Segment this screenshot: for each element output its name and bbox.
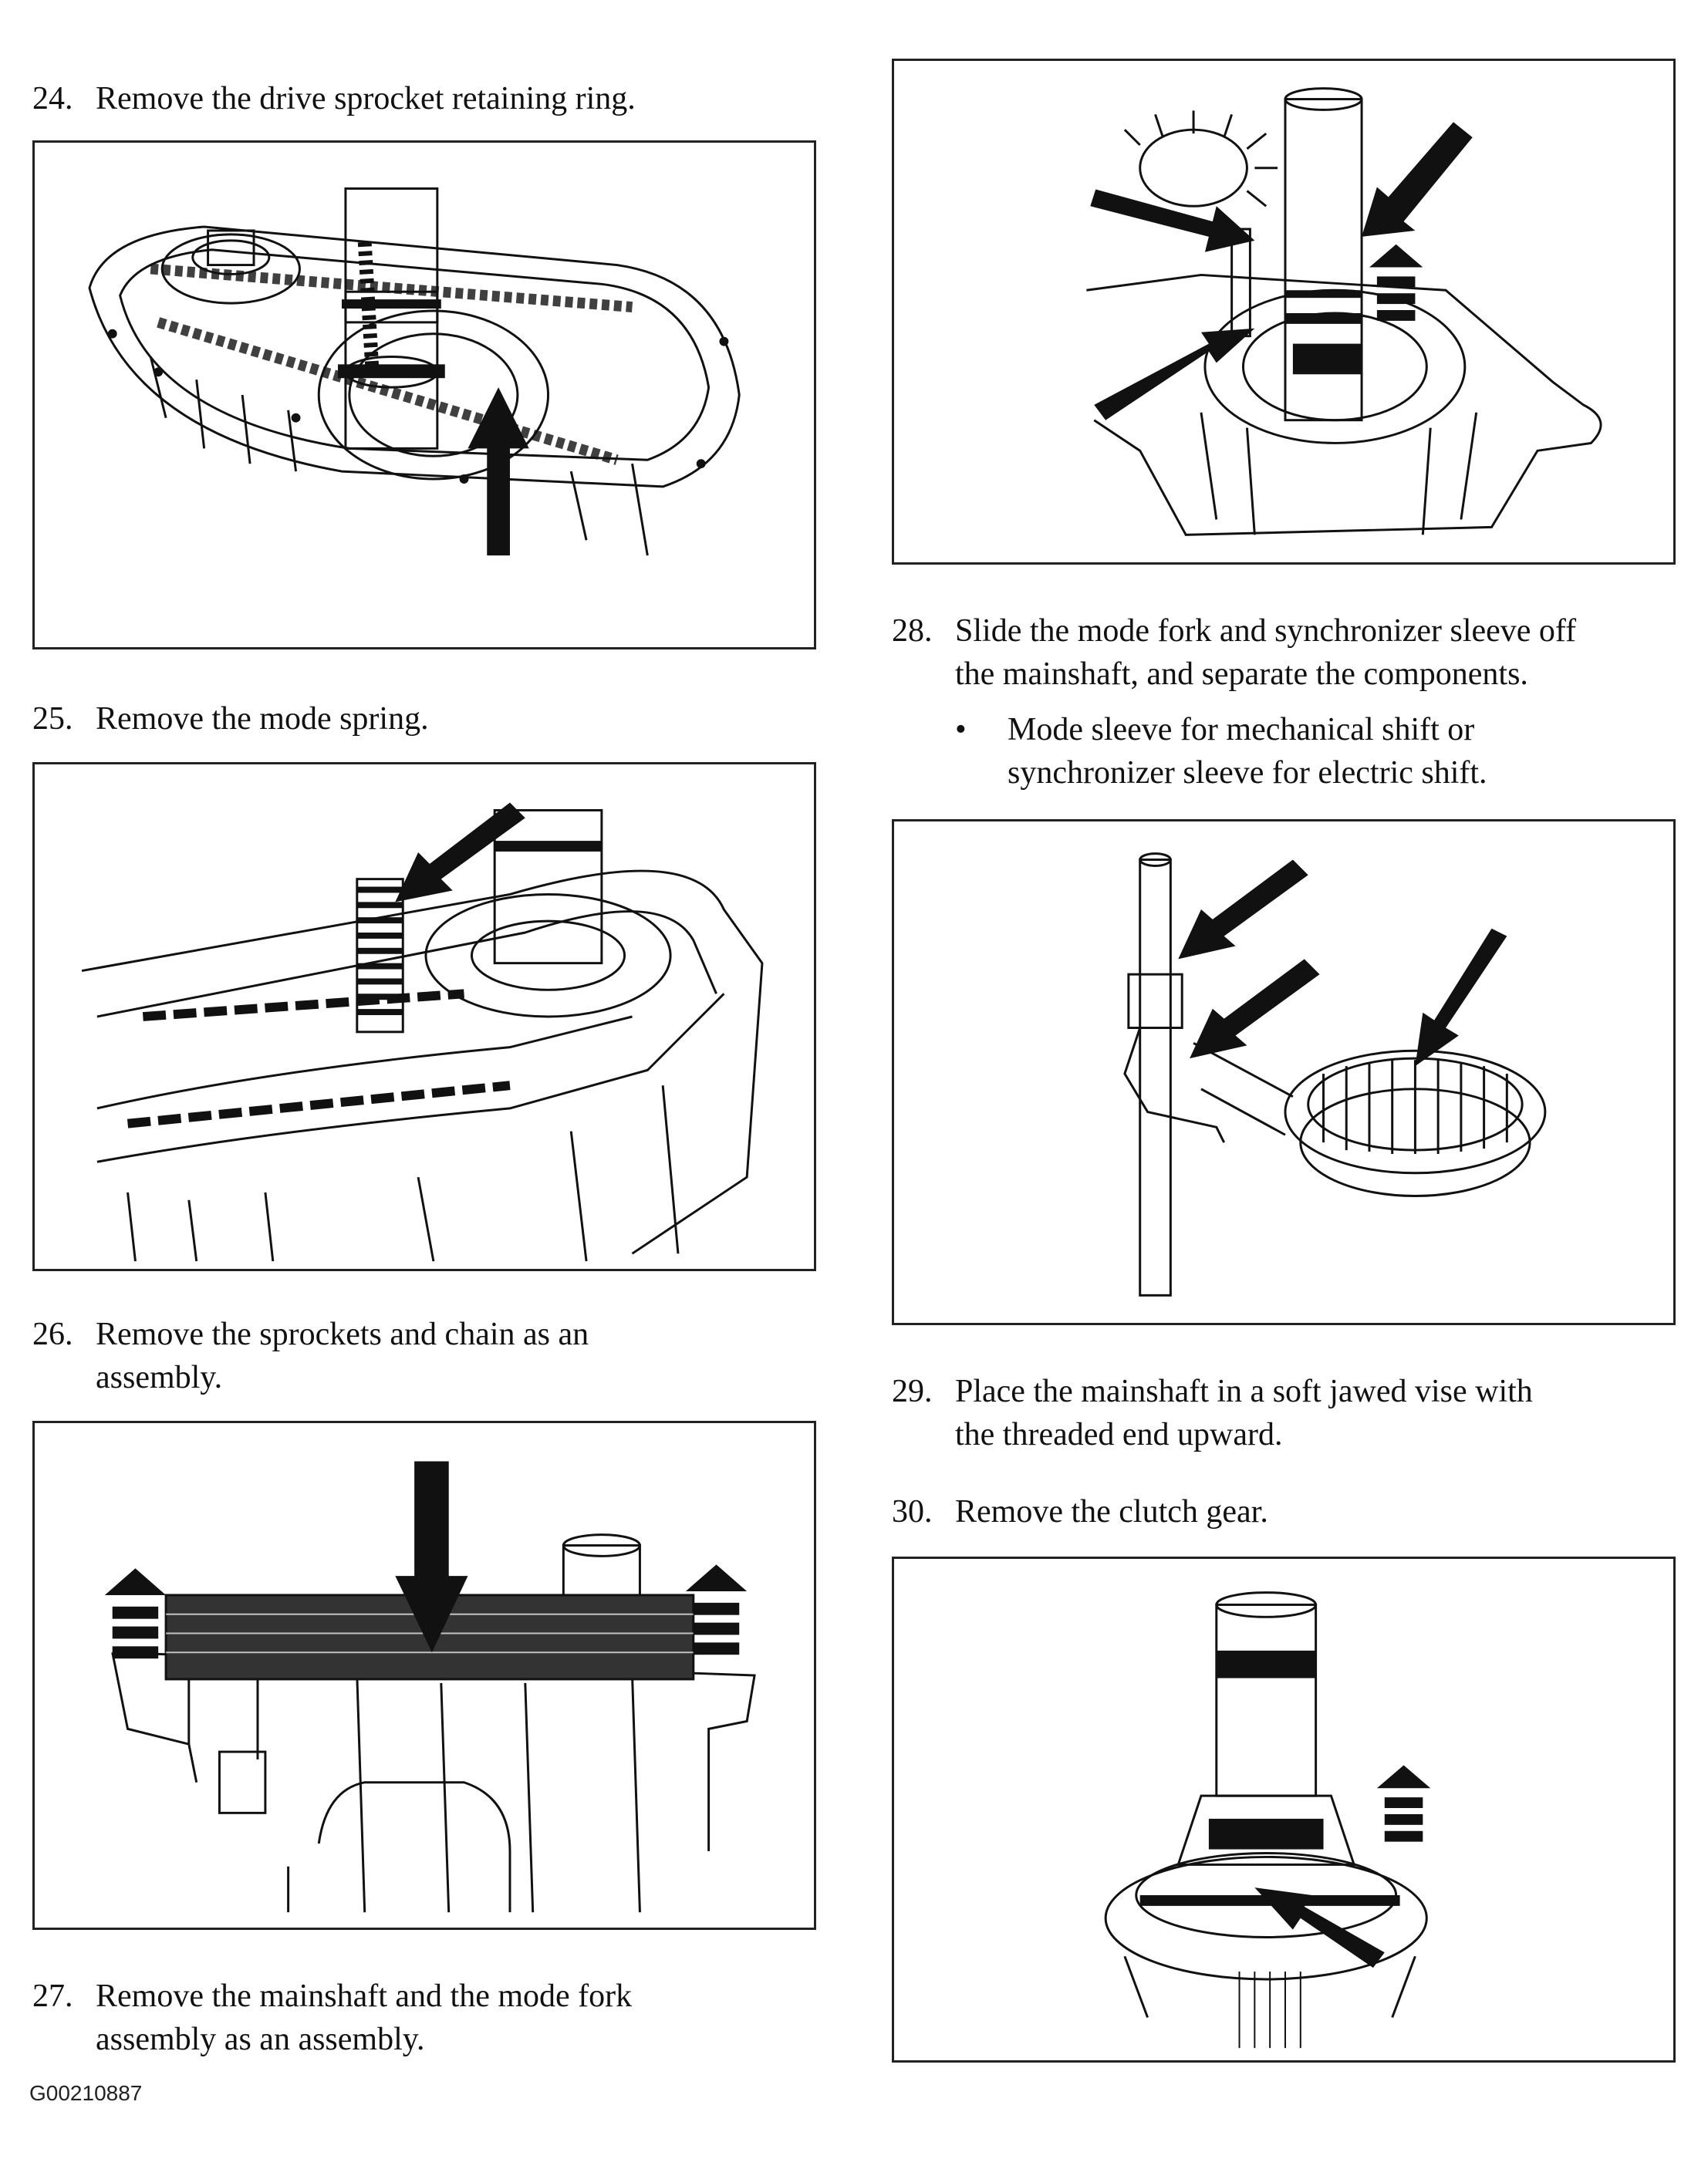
illustration-drive-sprocket: [88, 187, 741, 556]
step-number: 26.: [32, 1317, 73, 1352]
step-text: Remove the mode spring.: [96, 701, 429, 737]
illustration-mode-spring: [81, 802, 764, 1262]
step-number: 25.: [32, 701, 73, 737]
arrow-down-left-icon: [1362, 122, 1473, 237]
figure-mode-spring: [32, 762, 816, 1271]
step-text: Slide the mode fork and synchronizer sle…: [955, 613, 1577, 649]
step-text: Remove the sprockets and chain as an: [96, 1317, 589, 1352]
lift-up-icon: [1369, 244, 1423, 321]
bullet-text: synchronizer sleeve for electric shift.: [1008, 755, 1487, 791]
arrow-down-icon: [395, 1461, 468, 1653]
step-number: 24.: [32, 81, 73, 116]
illustration-sprockets-chain: [104, 1461, 756, 1913]
step-text: Remove the drive sprocket retaining ring…: [96, 81, 636, 116]
arrow-down-left-icon: [395, 802, 525, 902]
arrow-down-left-icon: [1178, 859, 1308, 960]
step-text: Remove the clutch gear.: [955, 1494, 1268, 1530]
arrow-down-left-icon: [1415, 928, 1507, 1067]
step-text: assembly as an assembly.: [96, 2022, 425, 2057]
figure-sprockets-and-chain: [32, 1421, 816, 1930]
step-text: Remove the mainshaft and the mode fork: [96, 1979, 633, 2014]
lift-up-icon: [1376, 1765, 1431, 1842]
illustration-mode-fork: [1123, 852, 1547, 1297]
arrow-right-icon: [1090, 189, 1255, 252]
figure-drive-sprocket-retaining-ring: [32, 140, 816, 649]
step-number: 27.: [32, 1979, 73, 2014]
document-id: G00210887: [29, 2081, 143, 2105]
bullet-icon: •: [955, 712, 967, 747]
step-text: assembly.: [96, 1360, 223, 1395]
lift-up-icon: [104, 1568, 167, 1659]
arrow-up-left-icon: [1254, 1887, 1385, 1968]
bullet-text: Mode sleeve for mechanical shift or: [1008, 712, 1475, 747]
lift-up-icon: [685, 1564, 748, 1655]
figure-mode-fork-sleeve: [892, 819, 1676, 1325]
figure-mainshaft-mode-fork: [892, 59, 1676, 565]
illustration-clutch-gear: [1104, 1591, 1431, 2049]
step-number: 29.: [892, 1374, 933, 1409]
arrow-down-left-icon: [1190, 959, 1320, 1059]
arrow-up-right-icon: [1094, 328, 1255, 420]
step-number: 30.: [892, 1494, 933, 1530]
step-text: Place the mainshaft in a soft jawed vise…: [955, 1374, 1533, 1409]
step-text: the threaded end upward.: [955, 1417, 1283, 1452]
arrow-up-icon: [468, 387, 529, 556]
figure-clutch-gear: [892, 1557, 1676, 2063]
illustration-mainshaft: [1086, 87, 1602, 536]
step-number: 28.: [892, 613, 933, 649]
step-text: the mainshaft, and separate the componen…: [955, 656, 1528, 692]
